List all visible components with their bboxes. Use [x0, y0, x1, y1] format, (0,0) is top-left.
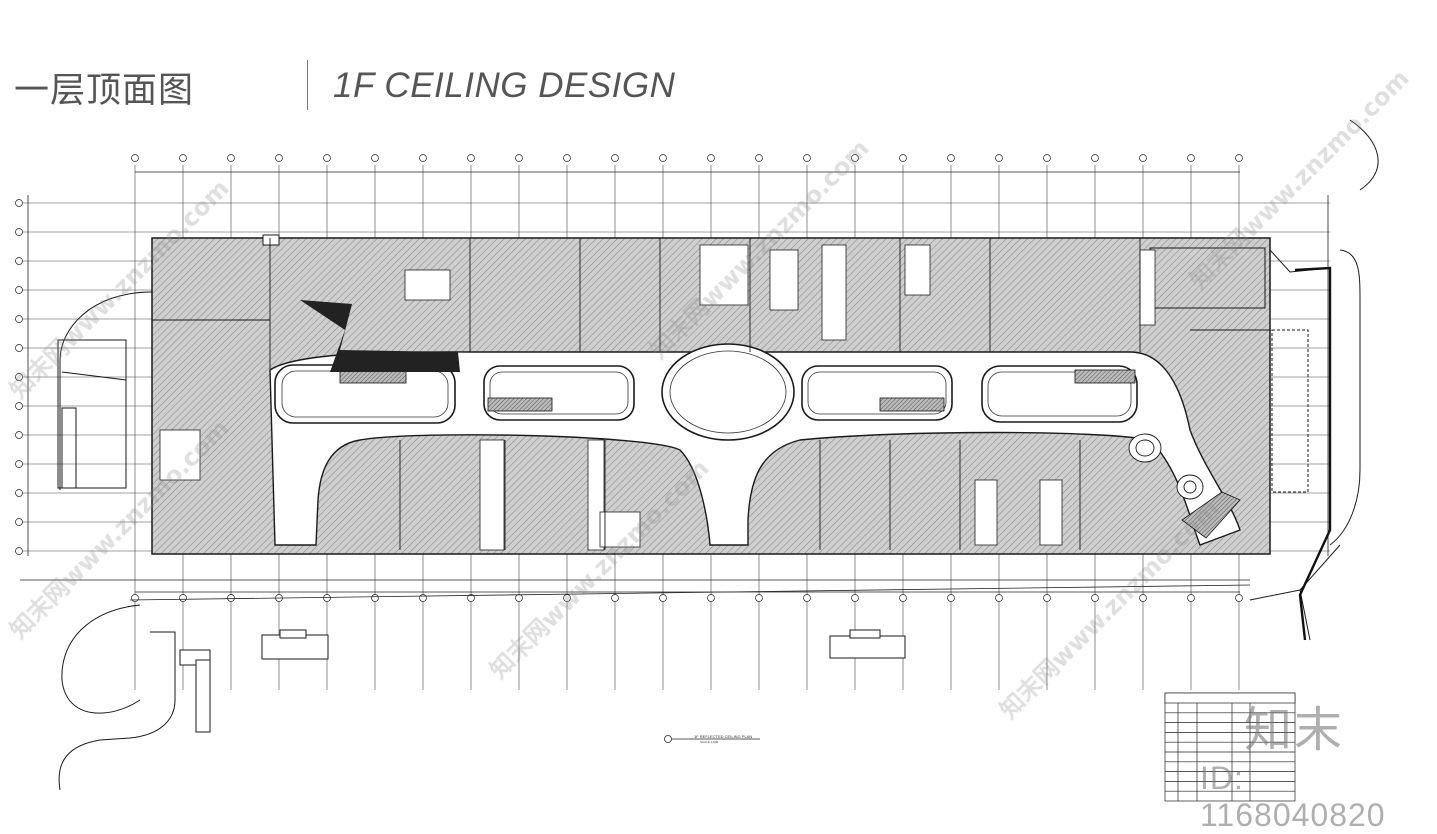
- grid-bubble: [1187, 154, 1195, 162]
- grid-bubble: [15, 228, 23, 236]
- grid-bubble: [515, 594, 523, 602]
- escalators: [339, 369, 1136, 412]
- site-road-right: [1294, 266, 1332, 641]
- watermark-logo: 知末: [1244, 702, 1345, 758]
- entry-dark-band: [1181, 491, 1241, 539]
- grid-bubble: [15, 315, 23, 323]
- fountain-feature: [1128, 433, 1204, 500]
- grid-bubble: [563, 154, 571, 162]
- grid-bubble: [419, 594, 427, 602]
- dark-stair-block: [300, 300, 460, 372]
- grid-bubble: [1091, 154, 1099, 162]
- grid-bubble: [15, 547, 23, 555]
- grid-bubble: [467, 154, 475, 162]
- plan-title-marker: [664, 735, 760, 743]
- dimension-lines: [27, 171, 1329, 593]
- grid-bubble: [995, 594, 1003, 602]
- grid-bubble: [131, 154, 139, 162]
- grid-bubble: [15, 257, 23, 265]
- grid-bubble: [15, 199, 23, 207]
- grid-bubble: [15, 286, 23, 294]
- ceiling-plan-drawing: 知末网www.znzmo.com 知末网www.znzmo.com 知末网www…: [4, 64, 1415, 802]
- service-corridors: [159, 244, 1156, 551]
- grid-bubble: [275, 154, 283, 162]
- grid-bubble: [707, 594, 715, 602]
- grid-bubble: [227, 154, 235, 162]
- page-title-chinese: 一层顶面图: [14, 71, 195, 111]
- grid-bubble: [371, 594, 379, 602]
- grid-bubble: [755, 594, 763, 602]
- grid-bubble: [419, 154, 427, 162]
- grid-bubble: [659, 594, 667, 602]
- grid-bubble: [947, 154, 955, 162]
- grid-bubble: [371, 154, 379, 162]
- grid-bubble: [15, 460, 23, 468]
- grid-bubble: [323, 154, 331, 162]
- grid-bubble: [995, 154, 1003, 162]
- grid-bubble: [803, 594, 811, 602]
- grid-bubble: [15, 373, 23, 381]
- grid-bubble: [15, 402, 23, 410]
- grid-bubble: [467, 594, 475, 602]
- grid-bubble: [515, 154, 523, 162]
- grid-bubble: [659, 154, 667, 162]
- site-exterior-left: [57, 291, 176, 791]
- atrium-inner-outline: [281, 350, 1132, 434]
- grid-bubble: [851, 154, 859, 162]
- grid-axis-bubbles: [15, 154, 1243, 602]
- plan-scale: SCALE 1:600: [700, 740, 719, 744]
- lower-site-boundary: [20, 579, 1251, 601]
- grid-bubble: [899, 154, 907, 162]
- grid-bubble: [755, 154, 763, 162]
- grid-bubble: [323, 594, 331, 602]
- grid-bubble: [1187, 594, 1195, 602]
- grid-bubble: [179, 154, 187, 162]
- page-title-english: 1F CEILING DESIGN: [333, 66, 676, 105]
- legend-table: [1164, 692, 1296, 802]
- grid-bubble: [851, 594, 859, 602]
- plan-caption: 1F REFLECTED CEILING PLAN: [694, 734, 753, 739]
- exterior-kiosks: [179, 629, 906, 733]
- grid-bubble: [1043, 594, 1051, 602]
- grid-bubble: [1043, 154, 1051, 162]
- grid-bubble: [131, 594, 139, 602]
- grid-bubble: [1235, 594, 1243, 602]
- grid-bubble: [611, 594, 619, 602]
- watermark-id: ID: 1168040820: [1200, 760, 1386, 833]
- grid-bubble: [947, 594, 955, 602]
- grid-bubble: [1235, 154, 1243, 162]
- grid-bubble: [227, 594, 235, 602]
- site-exterior-right: [1249, 119, 1379, 641]
- grid-bubble: [899, 594, 907, 602]
- grid-bubble: [1139, 594, 1147, 602]
- grid-bubble: [611, 154, 619, 162]
- grid-bubble: [1139, 154, 1147, 162]
- shop-partitions: [152, 238, 1270, 550]
- title-divider: [307, 60, 308, 110]
- grid-bubble: [15, 431, 23, 439]
- grid-bubble: [15, 344, 23, 352]
- grid-bubble: [1091, 594, 1099, 602]
- grid-bubble: [803, 154, 811, 162]
- watermark-diagonal-6: 知末网www.znzmo.com: [1184, 64, 1414, 294]
- grid-bubble: [15, 489, 23, 497]
- grid-bubble: [179, 594, 187, 602]
- grid-bubble: [15, 518, 23, 526]
- grid-bubble: [707, 154, 715, 162]
